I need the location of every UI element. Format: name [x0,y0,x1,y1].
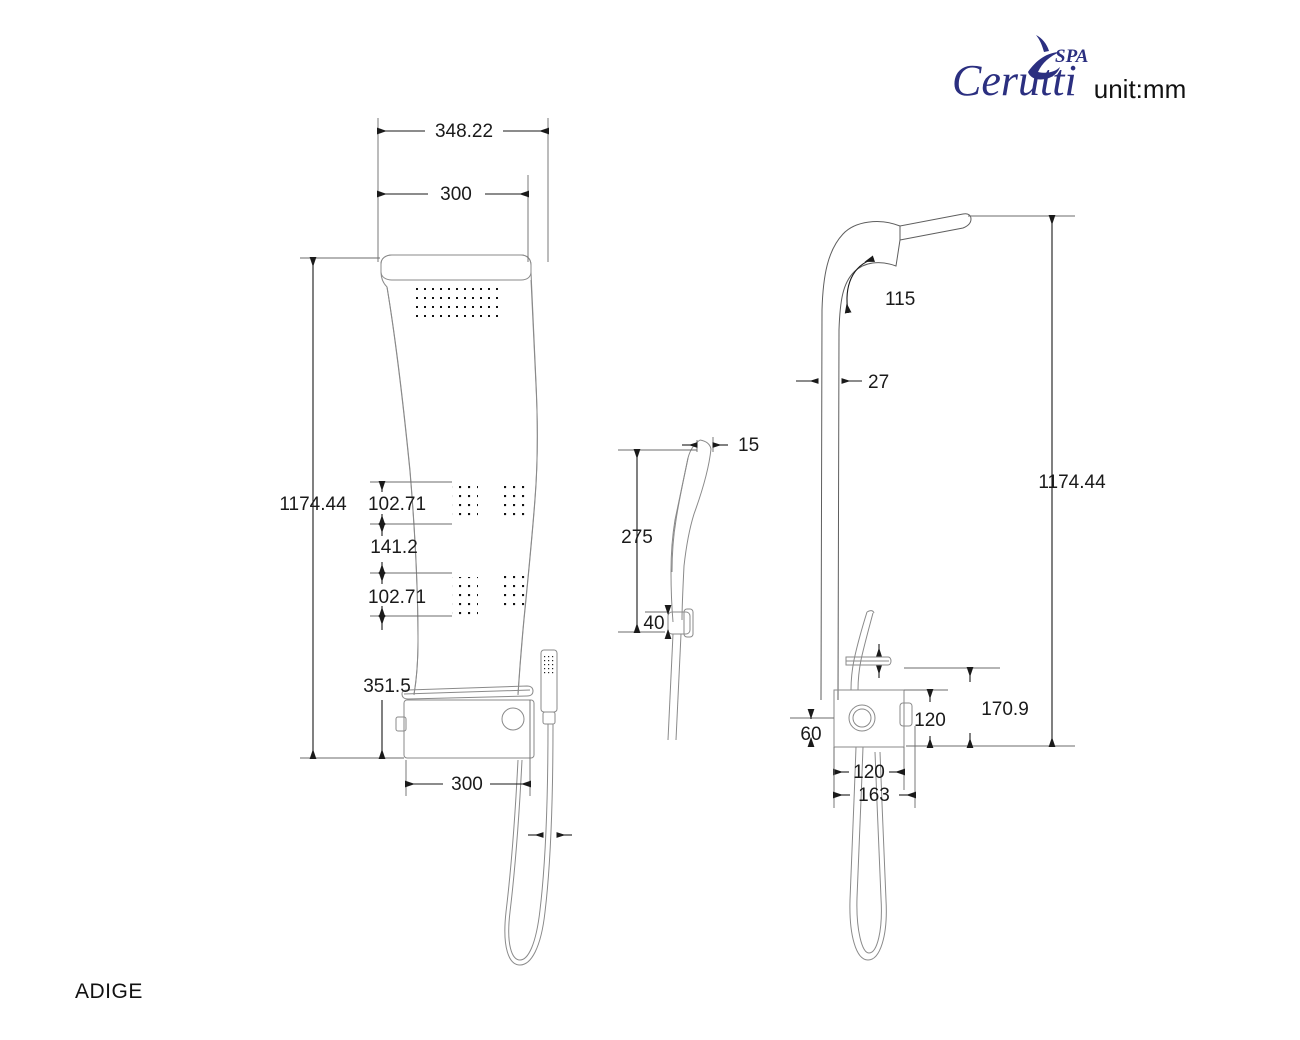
body-jet-lower-left [452,577,478,615]
handshower-body [667,439,712,741]
brand-sub-label: SPA [1055,46,1088,67]
dim-label-front-jet-block-upper: 102.71 [368,494,426,515]
side-hose [849,746,887,961]
dim-front-base-height: 351.5 [363,615,411,759]
dim-label-side-valve-box-height: 120 [914,710,946,731]
model-name-label: ADIGE [75,980,143,1003]
dim-front-overall-height: 1174.44 [279,257,404,759]
dim-label-front-top-panel-width: 300 [440,184,472,205]
side-hand-shower-wand [850,610,875,691]
front-panel-body [380,254,538,696]
dim-label-side-panel-thickness: 27 [868,372,889,393]
handshower-bracket [667,608,694,638]
dim-side-valve-box-depth: 120 [833,747,905,790]
dim-side-base-depth: 163 [833,726,916,808]
dim-side-overall-height: 1174.44 [906,215,1106,747]
dim-side-panel-thickness: 27 [796,372,889,393]
front-hand-shower-wand [540,649,558,725]
dim-side-valve-offset: 60 [790,709,834,747]
dim-label-front-base-height: 351.5 [363,676,411,697]
side-elevation-view: 115 27 [790,213,1106,961]
body-jet-upper-right [500,481,526,519]
diverter-handle [395,716,407,732]
unit-label: unit:mm [1094,74,1186,104]
dim-front-top-overall-width: 348.22 [377,118,549,262]
dim-label-hand-spray-width: 15 [738,435,759,456]
dim-label-hand-overall-height: 275 [621,527,653,548]
dim-side-valve-center-height: 170.9 [904,667,1029,748]
dim-side-valve-box-height: 120 [904,689,948,748]
side-valve-box [833,689,913,748]
dim-side-head-angle: 115 [844,255,915,314]
dim-label-side-valve-center-height: 170.9 [981,699,1029,720]
body-jet-lower-right [500,574,526,612]
side-diverter-handle [899,702,913,727]
dim-hand-bracket-height: 40 [643,605,672,639]
dim-label-side-overall-height: 1174.44 [1038,472,1106,493]
front-hose [504,723,554,966]
dim-label-side-head-angle: 115 [885,289,915,310]
dim-hand-spray-width: 15 [682,435,759,456]
dim-label-front-overall-height: 1174.44 [279,494,347,515]
brand-logo: Cerutti SPA [952,35,1088,105]
dim-hand-overall-height: 275 [618,449,697,633]
side-temperature-knob [848,704,876,732]
side-shelf [845,656,892,666]
front-valve-box [395,699,535,759]
dim-label-front-jet-gap: 141.2 [370,537,418,558]
dolphin-icon [1028,35,1060,80]
dim-label-front-top-overall-width: 348.22 [435,121,493,142]
brand-name: Cerutti [952,56,1077,105]
dim-label-side-valve-box-depth: 120 [853,762,885,783]
dim-label-front-base-width: 300 [451,774,483,795]
dim-front-jet-block-lower: 102.71 [368,572,452,617]
front-elevation-view: 348.22 300 1174.44 1 [279,118,572,966]
dim-front-base-width: 300 [405,700,531,796]
handshower-detail-view: 15 275 40 [618,435,759,741]
dim-front-jet-block-upper: 102.71 [368,481,452,525]
body-jet-upper-left [452,484,478,522]
dim-front-jet-gap: 141.2 [370,523,418,574]
dim-label-hand-bracket-height: 40 [643,613,664,634]
rain-showerhead-nozzle-grid [414,282,498,324]
side-panel-body [820,213,972,701]
front-shelf [401,685,534,700]
dim-label-front-jet-block-lower: 102.71 [368,587,426,608]
dim-front-top-panel-width: 300 [377,175,529,262]
dim-label-side-base-depth: 163 [858,785,890,806]
dim-label-side-valve-offset: 60 [800,724,821,745]
temperature-knob [501,707,525,731]
